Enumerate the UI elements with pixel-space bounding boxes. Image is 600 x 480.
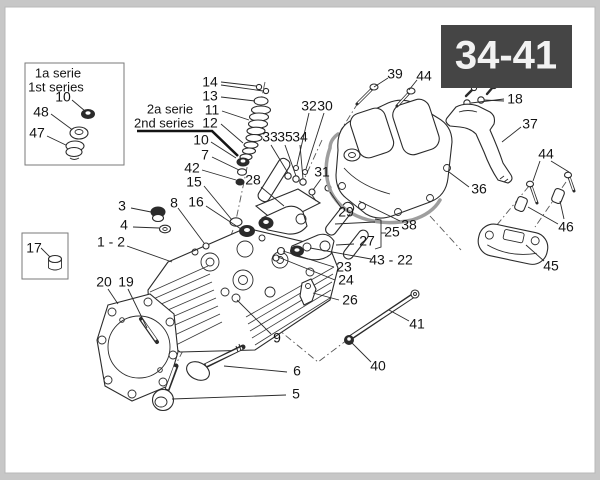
part-callout-19: 19	[118, 274, 134, 290]
washer-24	[272, 254, 280, 262]
head-fins-right	[245, 266, 335, 346]
part-callout-40: 40	[370, 358, 386, 374]
part-callout-31: 31	[314, 164, 330, 180]
part-callout-42: 42	[184, 160, 200, 176]
cover-45-drawing	[477, 223, 549, 265]
part-callout-24: 24	[338, 272, 354, 288]
part-callout-16: 16	[188, 194, 204, 210]
part-callout-11: 11	[205, 102, 220, 118]
part-callout-10: 10	[193, 132, 209, 148]
part-callout-27: 27	[359, 233, 375, 249]
bracket-37-drawing	[445, 103, 513, 184]
part-callout-33: 33	[262, 129, 278, 145]
series-1-box: 1a serie 1st series	[24, 62, 125, 166]
part-callout-43-22: 43 - 22	[369, 252, 413, 268]
part-callout-45: 45	[543, 258, 559, 274]
part-callout-4: 4	[120, 217, 128, 233]
part-callout-26: 26	[342, 292, 358, 308]
stud-41-drawing	[344, 289, 420, 345]
part-callout-12: 12	[202, 115, 218, 131]
part-callout-6: 6	[293, 363, 301, 379]
part-callout-28: 28	[245, 172, 261, 188]
part-callout-17: 17	[26, 240, 42, 256]
cover-gasket-38-drawing	[324, 132, 442, 225]
part-callout-8: 8	[170, 195, 178, 211]
part-callout-34: 34	[292, 129, 308, 145]
cylinder-head-drawing	[147, 227, 339, 353]
part-callout-9: 9	[273, 330, 281, 346]
part-callout-14: 14	[202, 74, 218, 90]
part-callout-47: 47	[29, 125, 45, 141]
badge-page-code: 34-41	[455, 34, 557, 78]
valve-6-drawing	[186, 343, 246, 381]
series-2-label: 2a serie 2nd series	[134, 101, 194, 130]
bolt-44-top-drawing	[395, 87, 416, 108]
part-callout-5: 5	[292, 386, 300, 402]
leader-lines	[40, 77, 570, 400]
part-callout-15: 15	[186, 174, 202, 190]
part-callout-13: 13	[202, 88, 218, 104]
part-callout-35: 35	[277, 129, 293, 145]
part-callout-1-2: 1 - 2	[97, 234, 125, 250]
part-callout-18: 18	[507, 91, 523, 107]
part-callout-44: 44	[416, 68, 432, 84]
series-1-label-line2: 1st series	[28, 79, 84, 94]
valve-cover-drawing	[335, 98, 453, 219]
part-callout-25: 25	[384, 224, 400, 240]
part-callout-30: 30	[317, 98, 333, 114]
spacers-46-drawing	[514, 187, 565, 213]
part-callout-7: 7	[201, 147, 209, 163]
valve-5-drawing	[151, 363, 179, 412]
part-callout-46: 46	[558, 219, 574, 235]
part-callout-37: 37	[522, 116, 538, 132]
part-callout-36: 36	[471, 181, 487, 197]
page-number-badge: 34-41	[441, 25, 572, 88]
series-2-pointer-line	[137, 129, 239, 157]
part-callout-39: 39	[387, 66, 403, 82]
part-callout-23: 23	[336, 259, 352, 275]
part-callout-32: 32	[301, 98, 317, 114]
part-callout-41: 41	[409, 316, 425, 332]
adjuster-43-22	[302, 242, 312, 252]
part-callout-20: 20	[96, 274, 112, 290]
part-callout-10: 10	[55, 89, 71, 105]
series-1-label-line1: 1a serie	[35, 65, 81, 80]
ball-8-drawing	[202, 242, 210, 250]
part-callout-38: 38	[401, 217, 417, 233]
part-callout-48: 48	[33, 104, 49, 120]
part-callout-44: 44	[538, 146, 554, 162]
series-2-label-line2: 2nd series	[134, 115, 194, 130]
stud-hole-9	[231, 293, 241, 303]
part-callout-3: 3	[118, 198, 126, 214]
bolt-44-right-drawing	[525, 171, 576, 205]
series-2-label-line1: 2a serie	[147, 101, 193, 116]
part-17-box	[21, 232, 69, 280]
head-gasket-drawing	[96, 293, 179, 402]
badge-background	[441, 25, 572, 88]
part-callout-29: 29	[338, 204, 354, 220]
